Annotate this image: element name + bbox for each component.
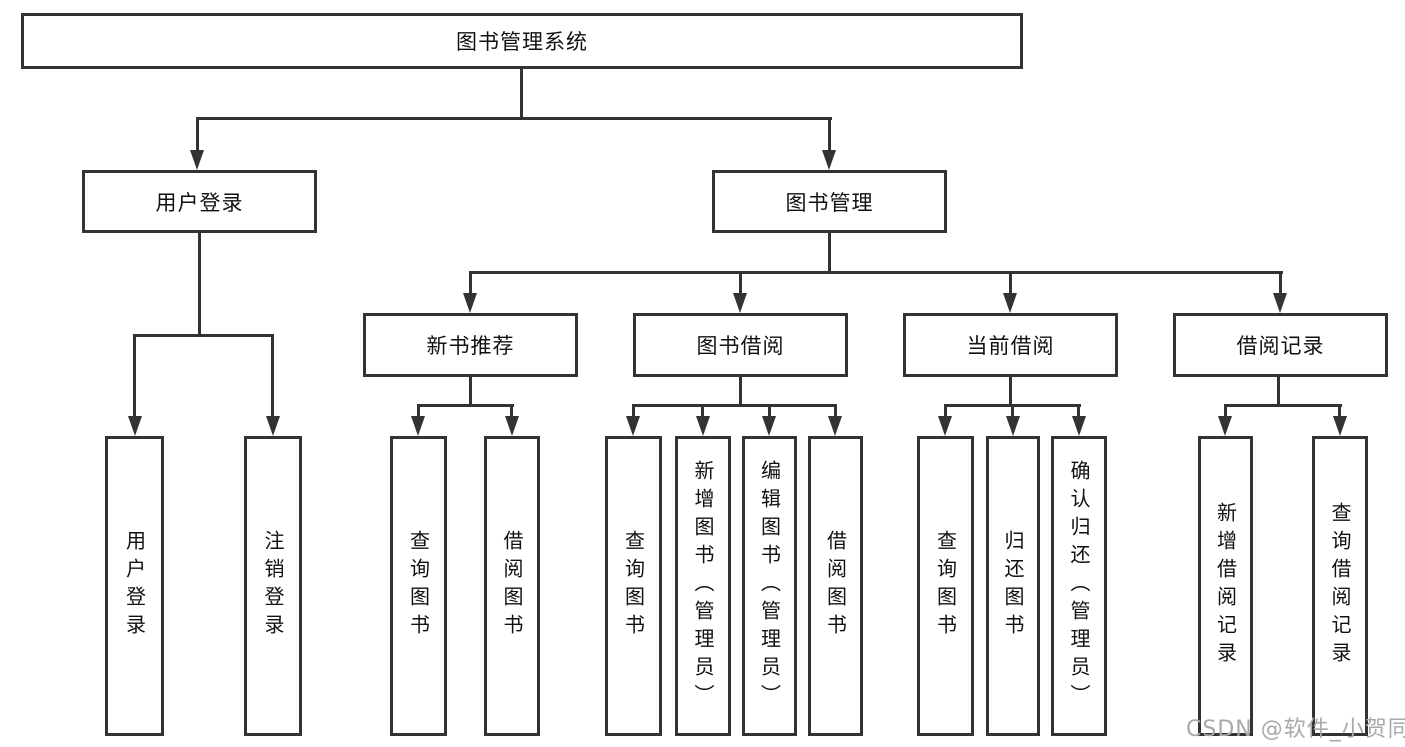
connector-cb-leaf3-stem bbox=[1077, 404, 1080, 418]
leaf-br-add-record: 新增借阅记录 bbox=[1198, 436, 1253, 736]
connector-root-stub bbox=[520, 68, 523, 120]
leaf-user-login-label: 用户登录 bbox=[122, 530, 147, 642]
connector-level3-hline bbox=[469, 271, 1283, 274]
leaf-bb-edit-books-admin-label: 编辑图书（管理员） bbox=[757, 460, 782, 712]
leaf-bb-query-books: 查询图书 bbox=[605, 436, 662, 736]
leaf-br-add-record-label: 新增借阅记录 bbox=[1213, 502, 1238, 670]
connector-borrow-records-stub bbox=[1277, 377, 1280, 407]
connector-bb-leaf2-stem bbox=[701, 404, 704, 418]
arrowhead-current-borrow bbox=[1003, 293, 1017, 313]
connector-login-leaf2-stem bbox=[271, 334, 274, 418]
arrowhead-bb-leaf4 bbox=[828, 416, 842, 436]
arrowhead-book-mgmt bbox=[822, 150, 836, 170]
arrowhead-bb-leaf3 bbox=[762, 416, 776, 436]
connector-bb-leaf3-stem bbox=[768, 404, 771, 418]
connector-book-borrow-stub bbox=[739, 377, 742, 407]
arrowhead-cb-leaf3 bbox=[1072, 416, 1086, 436]
node-book-borrow-label: 图书借阅 bbox=[696, 334, 785, 358]
leaf-cb-query-books: 查询图书 bbox=[917, 436, 974, 736]
connector-bb-leaf1-stem bbox=[632, 404, 635, 418]
connector-new-books-stem bbox=[469, 271, 472, 295]
csdn-watermark: CSDN @软件_小贺同学 bbox=[1186, 717, 1405, 742]
leaf-bb-query-books-label: 查询图书 bbox=[621, 530, 646, 642]
leaf-logout-label: 注销登录 bbox=[261, 530, 285, 642]
connector-cb-leaf1-stem bbox=[944, 404, 947, 418]
node-book-mgmt-label: 图书管理 bbox=[785, 190, 874, 215]
connector-nb-leaf1-stem bbox=[417, 404, 420, 418]
connector-book-borrow-stem bbox=[739, 271, 742, 295]
connector-br-leaf1-stem bbox=[1224, 404, 1227, 418]
node-current-borrow-label: 当前借阅 bbox=[966, 334, 1055, 358]
leaf-cb-confirm-return-admin-label: 确认归还（管理员） bbox=[1067, 460, 1091, 712]
connector-user-login-stub bbox=[198, 233, 201, 337]
leaf-bb-edit-books-admin: 编辑图书（管理员） bbox=[742, 436, 797, 736]
node-root: 图书管理系统 bbox=[21, 13, 1023, 69]
leaf-nb-query-books-label: 查询图书 bbox=[406, 530, 431, 642]
arrowhead-login-leaf1 bbox=[128, 416, 142, 436]
leaf-br-query-record-label: 查询借阅记录 bbox=[1328, 502, 1352, 670]
leaf-nb-borrow-books-label: 借阅图书 bbox=[500, 530, 524, 642]
arrowhead-bb-leaf1 bbox=[626, 416, 640, 436]
leaf-bb-borrow-books: 借阅图书 bbox=[808, 436, 863, 736]
leaf-cb-return-books-label: 归还图书 bbox=[1001, 530, 1025, 642]
leaf-cb-confirm-return-admin: 确认归还（管理员） bbox=[1051, 436, 1107, 736]
connector-cb-leaf2-stem bbox=[1011, 404, 1014, 418]
leaf-cb-query-books-label: 查询图书 bbox=[933, 530, 958, 642]
connector-borrow-records-stem bbox=[1279, 271, 1282, 295]
connector-bb-leaf4-stem bbox=[834, 404, 837, 418]
connector-nb-leaf2-stem bbox=[510, 404, 513, 418]
connector-user-login-stem bbox=[196, 117, 199, 152]
arrowhead-cb-leaf1 bbox=[938, 416, 952, 436]
node-new-books: 新书推荐 bbox=[363, 313, 578, 377]
arrowhead-br-leaf2 bbox=[1333, 416, 1347, 436]
leaf-br-query-record: 查询借阅记录 bbox=[1312, 436, 1368, 736]
leaf-bb-add-books-admin-label: 新增图书（管理员） bbox=[691, 460, 715, 712]
connector-book-mgmt-stem bbox=[828, 117, 831, 152]
node-new-books-label: 新书推荐 bbox=[426, 334, 515, 358]
connector-book-borrow-hline bbox=[632, 404, 837, 407]
node-borrow-records-label: 借阅记录 bbox=[1236, 334, 1325, 358]
connector-book-mgmt-stub bbox=[828, 233, 831, 274]
node-book-mgmt: 图书管理 bbox=[712, 170, 947, 233]
connector-current-borrow-stem bbox=[1009, 271, 1012, 295]
leaf-bb-add-books-admin: 新增图书（管理员） bbox=[675, 436, 731, 736]
node-current-borrow: 当前借阅 bbox=[903, 313, 1118, 377]
leaf-nb-query-books: 查询图书 bbox=[390, 436, 447, 736]
connector-borrow-records-hline bbox=[1224, 404, 1342, 407]
arrowhead-cb-leaf2 bbox=[1006, 416, 1020, 436]
arrowhead-nb-leaf1 bbox=[411, 416, 425, 436]
leaf-nb-borrow-books: 借阅图书 bbox=[484, 436, 540, 736]
arrowhead-br-leaf1 bbox=[1218, 416, 1232, 436]
arrowhead-nb-leaf2 bbox=[505, 416, 519, 436]
connector-new-books-stub bbox=[469, 377, 472, 407]
node-book-borrow: 图书借阅 bbox=[633, 313, 848, 377]
arrowhead-new-books bbox=[463, 293, 477, 313]
arrowhead-bb-leaf2 bbox=[696, 416, 710, 436]
node-user-login: 用户登录 bbox=[82, 170, 317, 233]
leaf-bb-borrow-books-label: 借阅图书 bbox=[823, 530, 848, 642]
arrowhead-user-login bbox=[190, 150, 204, 170]
arrowhead-login-leaf2 bbox=[266, 416, 280, 436]
connector-new-books-hline bbox=[417, 404, 514, 407]
leaf-cb-return-books: 归还图书 bbox=[986, 436, 1040, 736]
connector-root-hline bbox=[196, 117, 832, 120]
node-borrow-records: 借阅记录 bbox=[1173, 313, 1388, 377]
connector-login-leaf1-stem bbox=[133, 334, 136, 418]
connector-user-login-hline bbox=[133, 334, 274, 337]
node-root-label: 图书管理系统 bbox=[456, 30, 588, 54]
connector-br-leaf2-stem bbox=[1338, 404, 1341, 418]
leaf-logout: 注销登录 bbox=[244, 436, 302, 736]
arrowhead-borrow-records bbox=[1273, 293, 1287, 313]
connector-current-borrow-stub bbox=[1009, 377, 1012, 407]
arrowhead-book-borrow bbox=[733, 293, 747, 313]
leaf-user-login: 用户登录 bbox=[105, 436, 164, 736]
node-user-login-label: 用户登录 bbox=[155, 190, 244, 215]
